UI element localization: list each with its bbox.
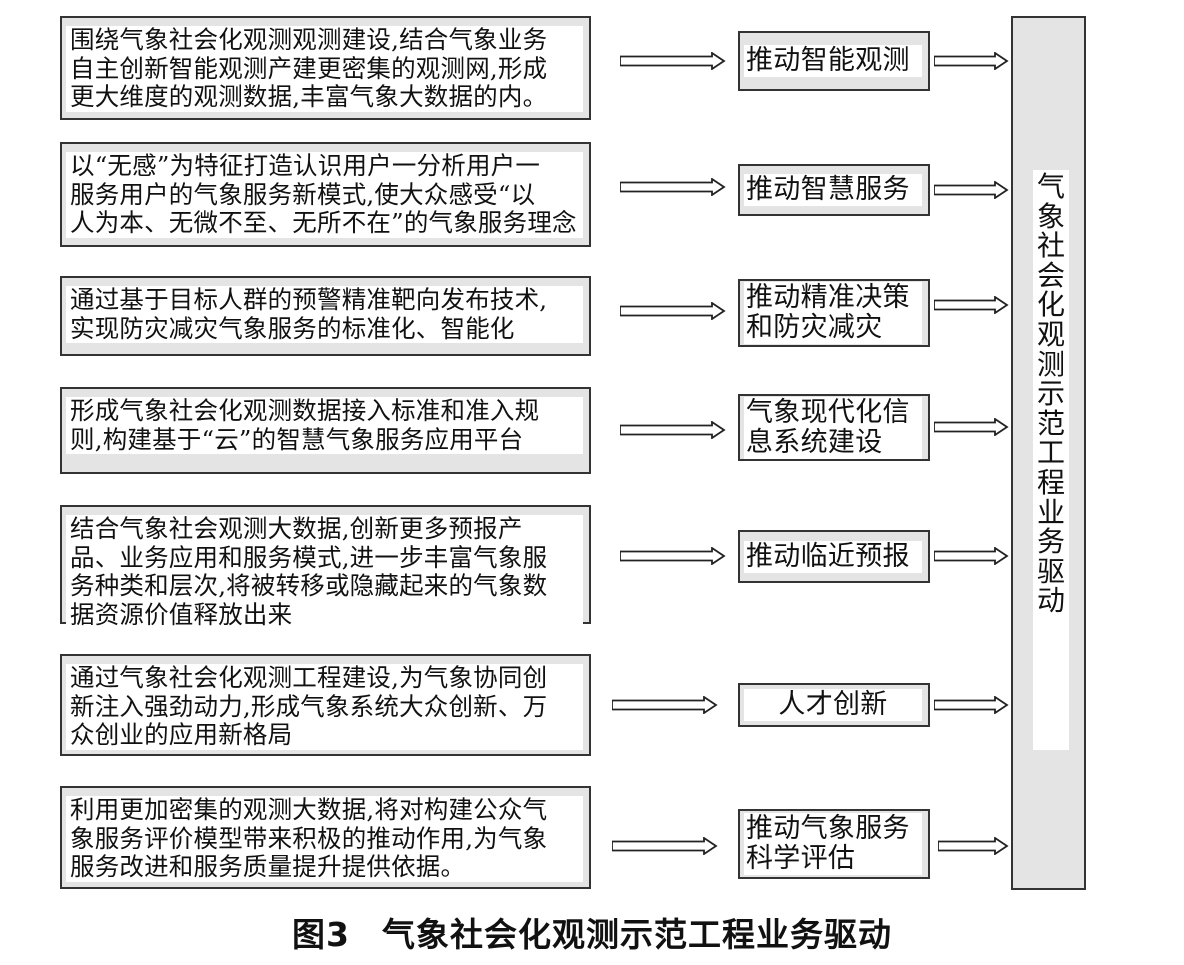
result-box-7: 推动气象服务 科学评估 bbox=[738, 809, 930, 879]
figure-number: 图3 bbox=[292, 915, 350, 954]
result-box-3: 推动精准决策 和防灾减灾 bbox=[738, 279, 930, 347]
result-text-3: 推动精准决策 和防灾减灾 bbox=[744, 282, 922, 344]
description-box-1: 围绕气象社会化观测观测建设,结合气象业务 自主创新智能观测产建更密集的观测网,形… bbox=[60, 16, 591, 120]
description-box-5: 结合气象社会观测大数据,创新更多预报产 品、业务应用和服务模式,进一步丰富气象服… bbox=[60, 505, 591, 629]
arrow-icon bbox=[934, 547, 1009, 565]
description-box-6: 通过气象社会化观测工程建设,为气象协同创 新注入强劲动力,形成气象系统大众创新、… bbox=[60, 654, 591, 756]
description-box-2: 以“无感”为特征打造认识用户一分析用户一 服务用户的气象服务新模式,使大众感受“… bbox=[60, 142, 591, 247]
arrow-icon bbox=[612, 696, 718, 714]
arrow-icon bbox=[620, 547, 726, 565]
arrow-icon bbox=[934, 181, 1009, 199]
figure-title: 气象社会化观测示范工程业务驱动 bbox=[381, 915, 892, 954]
driver-box: 气象社会化观测示范工程业务驱动 bbox=[1011, 16, 1086, 890]
arrow-icon bbox=[620, 52, 726, 70]
result-box-5: 推动临近预报 bbox=[738, 530, 930, 583]
result-box-1: 推动智能观测 bbox=[738, 31, 930, 91]
result-text-1: 推动智能观测 bbox=[744, 45, 922, 77]
result-text-7: 推动气象服务 科学评估 bbox=[744, 813, 922, 875]
result-box-6: 人才创新 bbox=[738, 683, 930, 727]
description-text-1: 围绕气象社会化观测观测建设,结合气象业务 自主创新智能观测产建更密集的观测网,形… bbox=[66, 25, 583, 112]
description-box-3: 通过基于目标人群的预警精准靶向发布技术, 实现防灾减灾气象服务的标准化、智能化 bbox=[60, 276, 591, 356]
driver-label-panel: 气象社会化观测示范工程业务驱动 bbox=[1033, 170, 1069, 750]
result-box-4: 气象现代化信 息系统建设 bbox=[738, 394, 930, 461]
description-text-5: 结合气象社会观测大数据,创新更多预报产 品、业务应用和服务模式,进一步丰富气象服… bbox=[66, 514, 583, 629]
description-box-7: 利用更加密集的观测大数据,将对构建公众气 象服务评价模型带来积极的推动作用,为气… bbox=[60, 786, 591, 889]
result-box-2: 推动智慧服务 bbox=[738, 164, 930, 216]
result-text-4: 气象现代化信 息系统建设 bbox=[744, 396, 922, 459]
arrow-icon bbox=[934, 52, 1009, 70]
result-text-5: 推动临近预报 bbox=[744, 540, 922, 573]
arrow-icon bbox=[620, 302, 726, 320]
result-text-2: 推动智慧服务 bbox=[744, 174, 922, 206]
description-text-7: 利用更加密集的观测大数据,将对构建公众气 象服务评价模型带来积极的推动作用,为气… bbox=[66, 795, 583, 882]
description-text-3: 通过基于目标人群的预警精准靶向发布技术, 实现防灾减灾气象服务的标准化、智能化 bbox=[66, 285, 583, 343]
result-text-6: 人才创新 bbox=[744, 689, 922, 721]
description-text-4: 形成气象社会化观测数据接入标准和准入规 则,构建基于“云”的智慧气象服务应用平台 bbox=[66, 396, 583, 454]
arrow-icon bbox=[934, 296, 1009, 314]
arrow-icon bbox=[934, 696, 1009, 714]
description-text-2: 以“无感”为特征打造认识用户一分析用户一 服务用户的气象服务新模式,使大众感受“… bbox=[66, 151, 583, 238]
arrow-icon bbox=[938, 837, 1009, 855]
arrow-icon bbox=[620, 178, 726, 196]
description-box-4: 形成气象社会化观测数据接入标准和准入规 则,构建基于“云”的智慧气象服务应用平台 bbox=[60, 387, 591, 474]
arrow-icon bbox=[612, 837, 718, 855]
arrow-icon bbox=[620, 421, 726, 439]
driver-label: 气象社会化观测示范工程业务驱动 bbox=[1036, 170, 1065, 618]
description-text-6: 通过气象社会化观测工程建设,为气象协同创 新注入强劲动力,形成气象系统大众创新、… bbox=[66, 663, 583, 750]
figure-caption: 图3 气象社会化观测示范工程业务驱动 bbox=[0, 912, 1184, 958]
arrow-icon bbox=[934, 418, 1009, 436]
